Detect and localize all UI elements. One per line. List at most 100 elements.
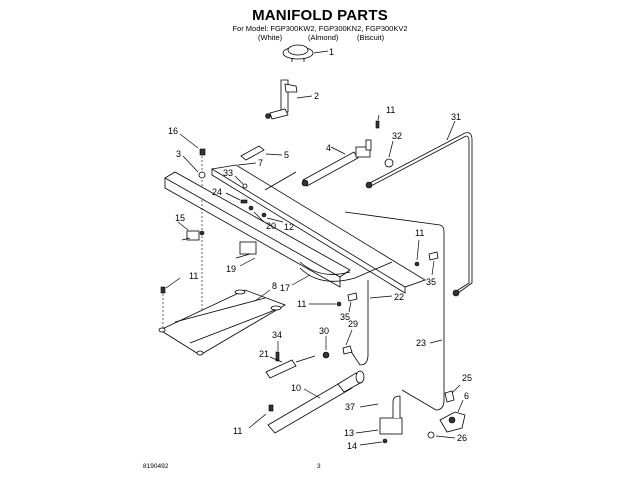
leader-33	[234, 175, 244, 185]
part-26-spud	[427, 431, 435, 439]
page-number: 3	[317, 463, 321, 470]
leader-7	[237, 162, 257, 166]
part-20	[248, 205, 254, 211]
leader-11d	[165, 277, 181, 289]
callout-19: 19	[226, 264, 236, 274]
part-35-clip-mid	[347, 292, 358, 302]
callout-1: 1	[329, 47, 334, 57]
callout-7: 7	[258, 158, 263, 168]
leader-10	[303, 388, 321, 399]
callout-3: 3	[176, 149, 181, 159]
leader-15	[177, 221, 189, 231]
part-11-screw-mid	[336, 301, 342, 307]
part-17-manifold-pipe	[164, 171, 393, 288]
callout-31: 31	[451, 112, 461, 122]
part-21-valve-assembly	[265, 351, 316, 379]
leader-2	[296, 95, 313, 99]
part-33	[242, 183, 248, 189]
leader-14	[359, 441, 383, 446]
callout-21: 21	[259, 349, 269, 359]
part-35-clip-right	[428, 251, 439, 261]
color-almond: (Almond)	[308, 33, 339, 42]
callout-20: 20	[266, 221, 276, 231]
leader-24	[225, 192, 241, 201]
callout-4: 4	[326, 143, 331, 153]
part-13-valve	[379, 395, 403, 435]
callout-23: 23	[416, 338, 426, 348]
callout-6: 6	[464, 391, 469, 401]
callout-13: 13	[344, 428, 354, 438]
leader-3	[182, 155, 199, 173]
leader-37	[359, 403, 379, 408]
part-8-shield	[158, 289, 286, 356]
part-2-orifice-fitting	[265, 79, 298, 120]
leader-5	[265, 153, 283, 156]
callout-35-right: 35	[426, 277, 436, 287]
part-5-bracket	[240, 145, 265, 161]
callout-22: 22	[394, 292, 404, 302]
callout-2: 2	[314, 91, 319, 101]
leader-1	[313, 50, 329, 54]
callout-16: 16	[168, 126, 178, 136]
color-white: (White)	[258, 33, 283, 42]
part-11-screw-left	[160, 286, 166, 294]
document-number: 8190492	[143, 463, 169, 470]
part-rod	[264, 171, 297, 191]
leader-25	[451, 384, 461, 394]
leader-23	[429, 339, 443, 344]
callout-15: 15	[175, 213, 185, 223]
leader-11b	[416, 239, 420, 261]
part-31-tube	[365, 132, 473, 297]
callout-10: 10	[291, 383, 301, 393]
callout-11-right: 11	[415, 228, 424, 238]
page-title: MANIFOLD PARTS	[252, 7, 388, 24]
leader-35b	[348, 301, 352, 313]
callout-25: 25	[462, 373, 472, 383]
part-32-fitting	[384, 158, 394, 168]
leader-19	[239, 257, 256, 267]
part-29-fitting	[342, 345, 353, 355]
part-11-screw-right	[414, 261, 420, 267]
leader-31	[446, 120, 456, 141]
callout-11-bottom: 11	[233, 426, 242, 436]
part-15-valve	[181, 230, 205, 241]
part-11-screw-bottom	[268, 404, 274, 412]
callout-8: 8	[272, 281, 277, 291]
part-4-burner-tube	[301, 139, 372, 187]
part-19-igniter	[235, 241, 257, 259]
leader-11a	[377, 114, 380, 121]
leader-17	[291, 274, 311, 286]
part-23-tube	[344, 211, 445, 411]
leader-4	[330, 146, 346, 155]
leader-13	[355, 429, 379, 434]
callout-34: 34	[272, 330, 282, 340]
part-22-tube	[349, 280, 369, 366]
leader-29	[345, 329, 353, 346]
model-line: For Model: FGP300KW2, FGP300KN2, FGP300K…	[232, 24, 408, 33]
leader-35a	[431, 260, 435, 276]
leader-26	[435, 435, 456, 439]
callout-11-upper: 11	[386, 105, 395, 115]
part-6-burner-base	[439, 411, 466, 433]
callout-17: 17	[280, 283, 290, 293]
callout-11-mid: 11	[297, 299, 306, 309]
part-10-burner	[267, 370, 365, 434]
part-30-nut	[322, 351, 330, 359]
leader-16	[179, 133, 199, 149]
part-1-burner-cap	[282, 44, 314, 62]
leader-20	[253, 211, 265, 223]
callout-5: 5	[284, 150, 289, 160]
part-11-screw-upper	[375, 120, 380, 129]
part-24	[240, 199, 248, 204]
part-12	[261, 212, 267, 218]
part-3-washer	[198, 171, 206, 179]
callout-32: 32	[392, 131, 402, 141]
callout-26: 26	[457, 433, 467, 443]
callout-14: 14	[347, 441, 357, 451]
color-biscuit: (Biscuit)	[357, 33, 385, 42]
callout-29: 29	[348, 319, 358, 329]
leader-12	[266, 217, 284, 223]
callout-11-left: 11	[189, 271, 198, 281]
leader-6	[457, 399, 464, 413]
